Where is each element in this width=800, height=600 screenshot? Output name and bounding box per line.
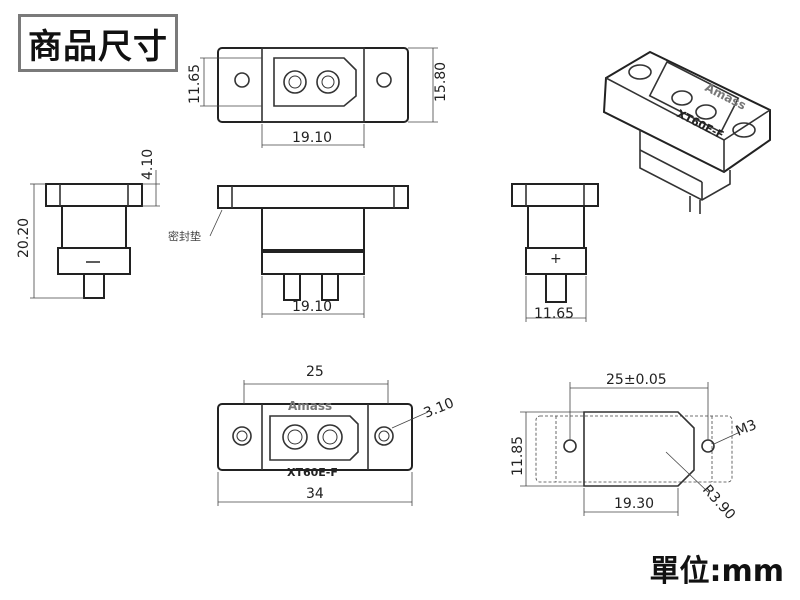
dim-side-height: 20.20: [16, 218, 32, 258]
dim-top-height: 11.65: [187, 64, 203, 104]
seal-gasket-label: 密封垫: [168, 229, 201, 243]
dim-cutout-width: 25±0.05: [606, 372, 667, 388]
dim-cutout-radius: R3.90: [699, 482, 738, 523]
left-side-view: [30, 170, 160, 299]
dim-top-flange-height: 15.80: [433, 62, 449, 102]
plus-mark: +: [550, 251, 562, 267]
title-box: 商品尺寸: [18, 14, 178, 72]
bottom-model-label: XT60E-F: [287, 466, 338, 479]
bottom-brand-label: Amass: [288, 399, 332, 413]
iso-view: [602, 50, 771, 214]
page-title: 商品尺寸: [28, 26, 168, 67]
unit-label: 單位:mm: [649, 554, 784, 589]
top-view: [200, 47, 438, 148]
front-view: [209, 185, 409, 318]
dim-side-flange: 4.10: [140, 149, 156, 180]
dim-cutout-screw: M3: [734, 417, 759, 440]
dim-top-width: 19.10: [292, 130, 332, 146]
dim-front-width: 19.10: [292, 299, 332, 315]
dim-cutout-height: 11.85: [510, 436, 526, 476]
dim-right-width: 11.65: [534, 306, 574, 322]
dim-bottom-total: 34: [306, 486, 324, 502]
cutout-view: [520, 382, 741, 516]
dim-bottom-hole: 3.10: [422, 395, 457, 422]
dim-bottom-housing: 25: [306, 364, 324, 380]
dim-cutout-inner: 19.30: [614, 496, 654, 512]
right-side-view: [511, 183, 599, 322]
bottom-view: [217, 380, 429, 506]
